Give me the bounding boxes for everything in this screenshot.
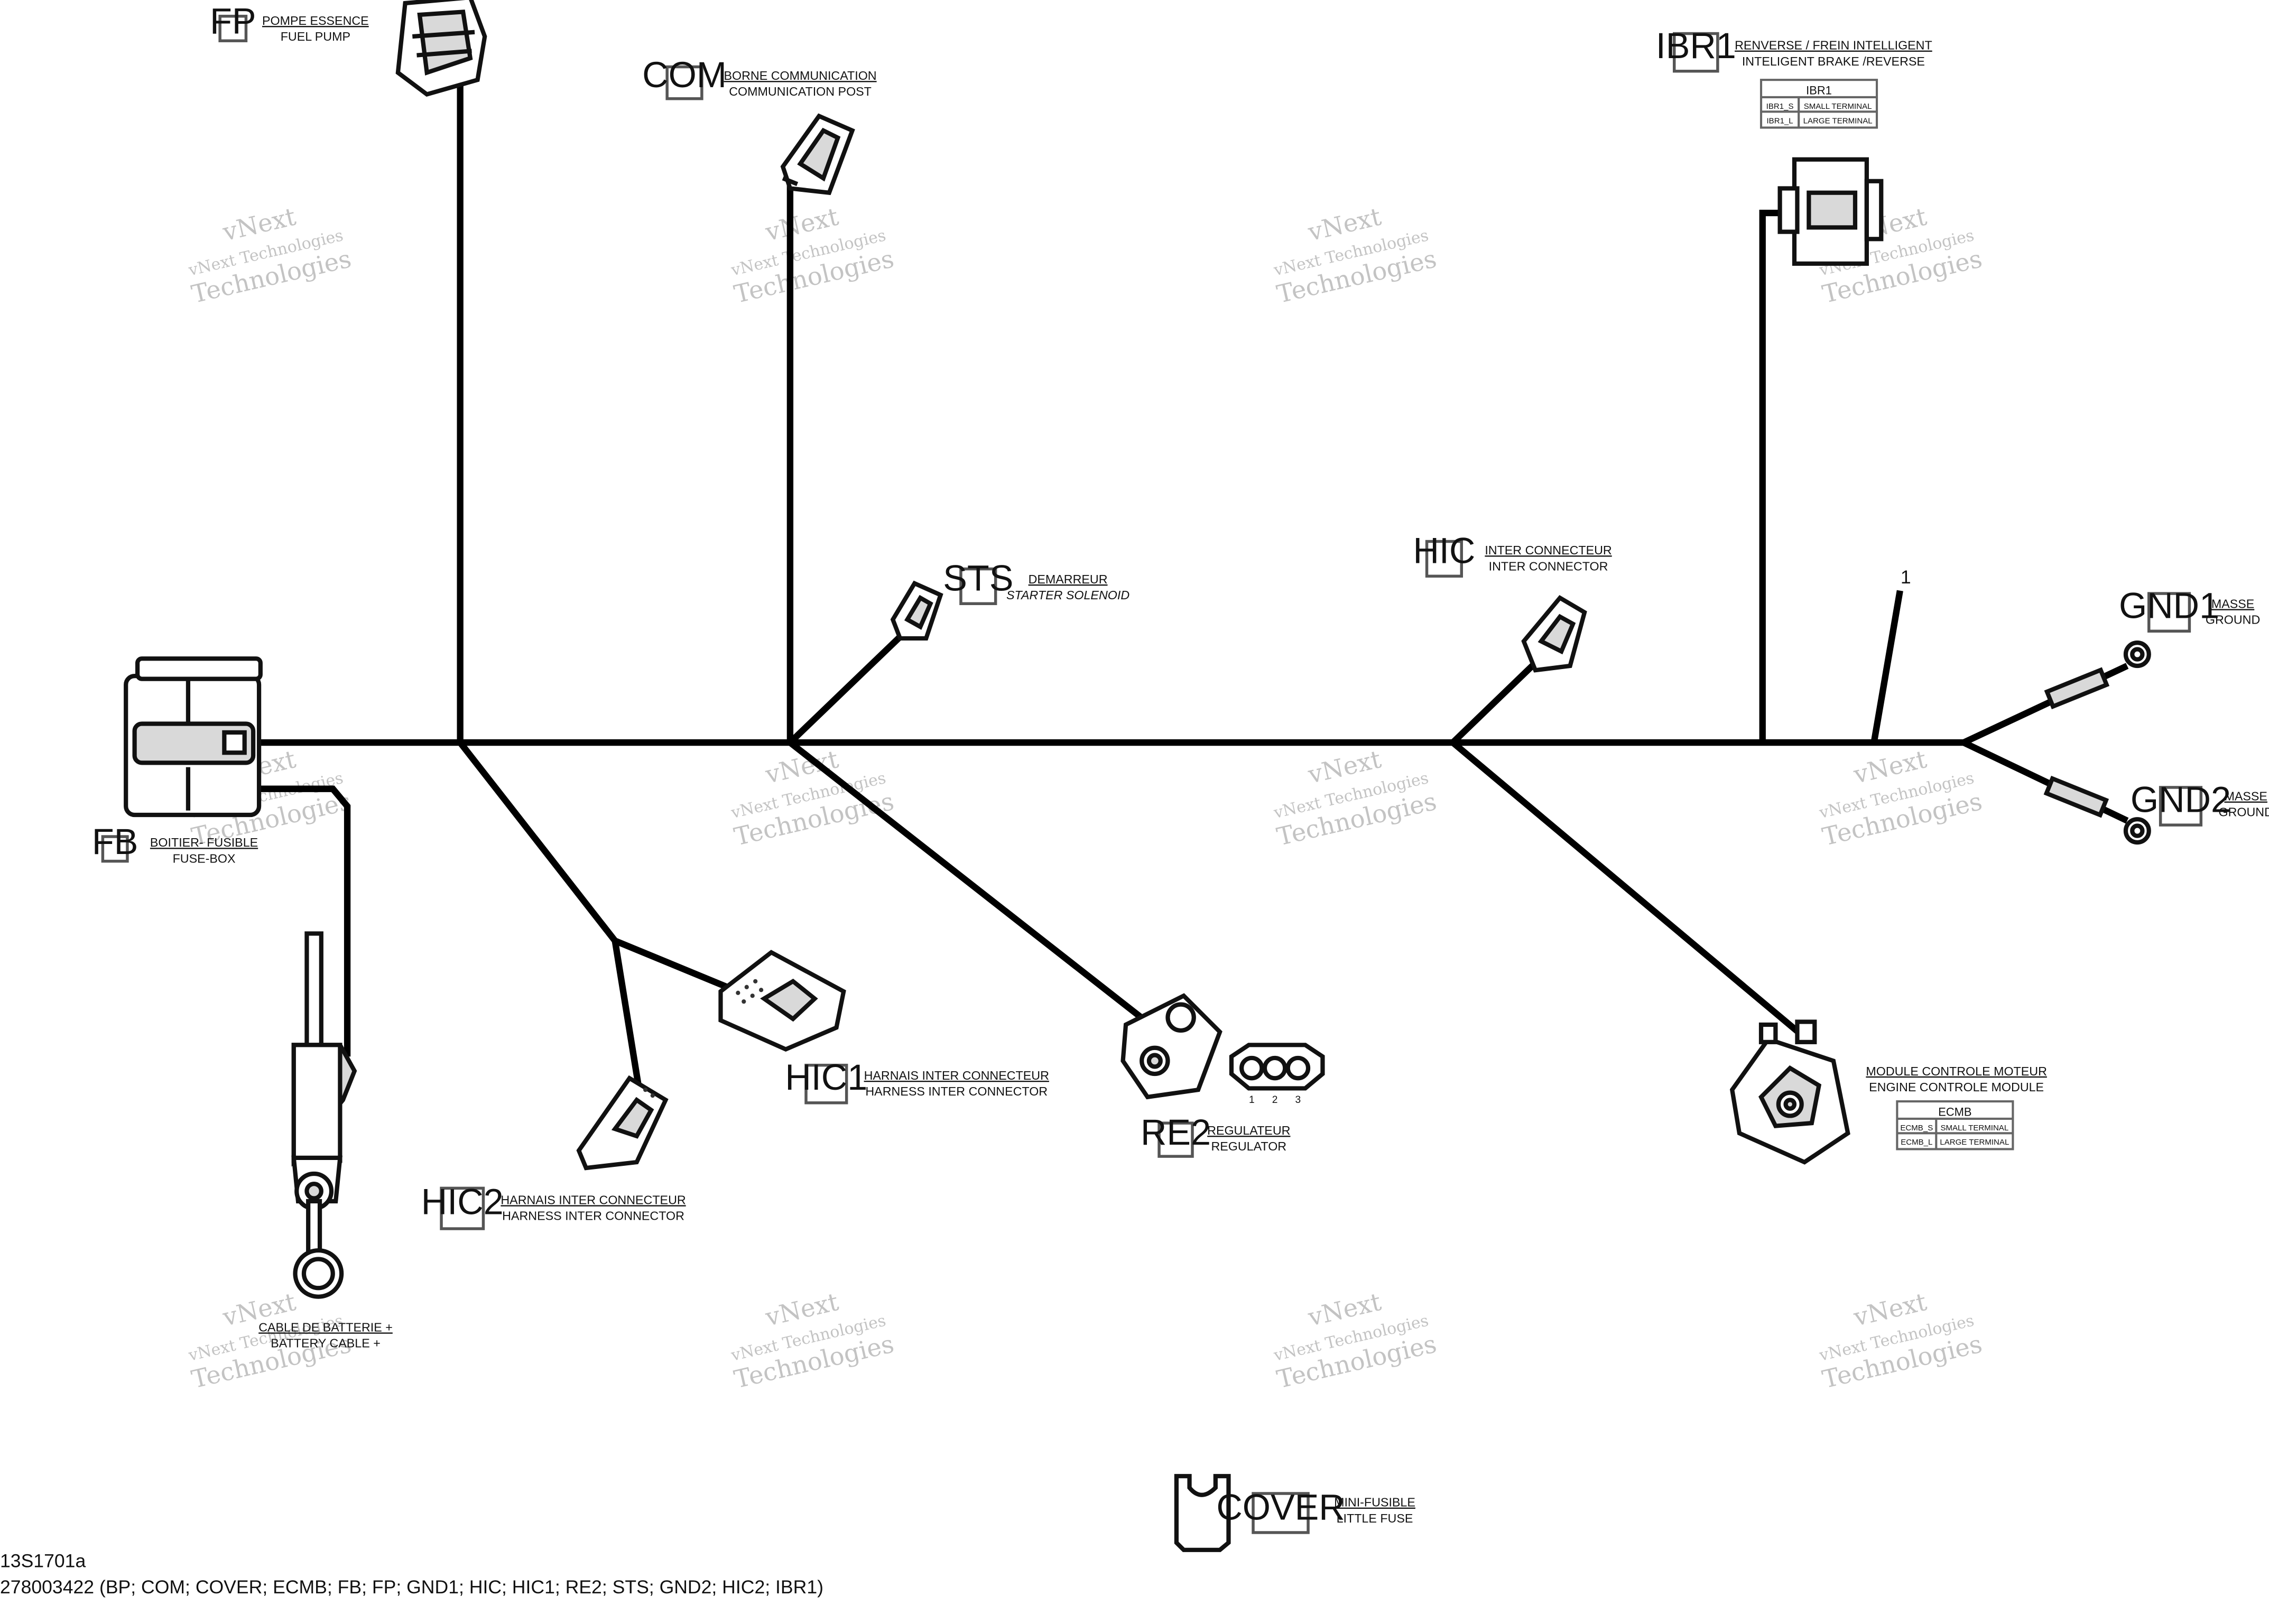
com-label-en: COMMUNICATION POST (729, 85, 872, 98)
part-reference: 278003422 (BP; COM; COVER; ECMB; FB; FP;… (0, 1576, 823, 1598)
ground-1-ring-terminal (2044, 641, 2151, 710)
re2-code: RE2 (1141, 1112, 1211, 1153)
hic1-label-en: HARNESS INTER CONNECTOR (865, 1084, 1048, 1098)
ecmb-table-title: ECMB (1938, 1105, 1971, 1118)
fb-code: FB (92, 821, 138, 862)
cover-label-fr: MINI-FUSIBLE (1334, 1496, 1415, 1509)
hic-code: HIC (1413, 531, 1475, 571)
fuse-box (124, 656, 263, 818)
gnd2-code-box (2159, 786, 2203, 827)
ibr1-code: IBR1 (1656, 25, 1736, 66)
ibr1-label-en: INTELIGENT BRAKE /REVERSE (1742, 54, 1925, 68)
hic1-code: HIC1 (785, 1057, 867, 1098)
regulator-pin-1: 1 (1249, 1094, 1255, 1106)
harness-inter-connector-2 (576, 1075, 669, 1171)
harness-inter-connector-1 (718, 950, 846, 1052)
hic-code-box (1425, 540, 1463, 578)
ibr1-table-title: IBR1 (1806, 84, 1832, 97)
cover-label-en: LITTLE FUSE (1337, 1511, 1413, 1525)
engine-control-module (1729, 1019, 1850, 1165)
ecmb-table-row1-desc: SMALL TERMINAL (1940, 1124, 2008, 1133)
regulator-pin-2: 2 (1272, 1094, 1278, 1106)
starter-solenoid-connector (890, 580, 943, 641)
intelligent-brake-connector (1777, 157, 1884, 266)
ecmb-label-fr: MODULE CONTROLE MOTEUR (1866, 1064, 2047, 1078)
cover-code: COVER (1216, 1487, 1345, 1527)
sts-code: STS (943, 558, 1013, 599)
ecmb-terminal-table: ECMB ECMB_S SMALL TERMINAL ECMB_L LARGE … (1896, 1100, 2014, 1150)
sts-code-box (959, 567, 997, 605)
ibr1-terminal-table: IBR1 IBR1_S SMALL TERMINAL IBR1_L LARGE … (1759, 79, 1878, 129)
ibr1-code-box (1672, 32, 1719, 73)
fb-code-box (101, 835, 129, 863)
harness-wires (260, 69, 2129, 1093)
callout-number: 1 (1901, 567, 1911, 588)
com-code-box (665, 65, 703, 100)
fp-label-en: FUEL PUMP (281, 30, 350, 43)
gnd1-code-box (2147, 592, 2191, 633)
bp-label-fr: CABLE DE BATTERIE + (258, 1320, 393, 1334)
sts-label-en: STARTER SOLENOID (1006, 588, 1129, 602)
ibr1-table-row2-desc: LARGE TERMINAL (1803, 116, 1873, 125)
hic1-code-box (804, 1063, 848, 1105)
ecmb-table-row2-desc: LARGE TERMINAL (1940, 1138, 2009, 1147)
gnd2-label-fr: MASSE (2224, 790, 2267, 803)
ibr1-table-row2-code: IBR1_L (1766, 116, 1793, 125)
ground-2-ring-terminal (2043, 775, 2151, 845)
cover-code-box (1252, 1492, 1310, 1534)
hic2-label-en: HARNESS INTER CONNECTOR (502, 1209, 684, 1223)
gnd1-label-fr: MASSE (2211, 597, 2254, 610)
regulator-pin-view: 1 2 3 (1229, 1043, 1325, 1106)
fuel-pump-connector (395, 0, 487, 97)
drawing-id: 13S1701a (0, 1551, 86, 1572)
ibr1-table-row1-code: IBR1_S (1766, 102, 1794, 111)
ibr1-table-row1-desc: SMALL TERMINAL (1804, 102, 1872, 111)
fp-label-fr: POMPE ESSENCE (262, 14, 369, 27)
com-code: COM (642, 54, 727, 95)
hic-label-en: INTER CONNECTOR (1489, 559, 1608, 573)
sts-label-fr: DEMARREUR (1029, 572, 1108, 586)
regulator-connector (1120, 993, 1223, 1100)
hic2-code-box (440, 1186, 485, 1230)
hic2-code: HIC2 (421, 1182, 504, 1222)
ecmb-table-row2-code: ECMB_L (1901, 1138, 1932, 1147)
fb-label-en: FUSE-BOX (173, 851, 236, 865)
communication-post-connector (780, 113, 855, 196)
hic2-label-fr: HARNAIS INTER CONNECTEUR (501, 1193, 686, 1207)
gnd1-code: GND1 (2119, 586, 2219, 626)
fb-label-fr: BOITIER- FUSIBLE (150, 836, 258, 849)
re2-label-fr: REGULATEUR (1207, 1124, 1290, 1137)
com-label-fr: BORNE COMMUNICATION (724, 69, 877, 82)
hic-label-fr: INTER CONNECTEUR (1485, 543, 1612, 557)
ecmb-table-row1-code: ECMB_S (1900, 1124, 1933, 1133)
battery-cable-positive (291, 931, 357, 1299)
inter-connector (1521, 595, 1587, 673)
bp-label-en: BATTERY CABLE + (271, 1337, 381, 1350)
fp-code: FP (210, 1, 256, 42)
re2-code-box (1157, 1121, 1194, 1158)
ibr1-label-fr: RENVERSE / FREIN INTELLIGENT (1735, 39, 1932, 52)
hic1-label-fr: HARNAIS INTER CONNECTEUR (864, 1069, 1049, 1082)
regulator-pin-3: 3 (1295, 1094, 1301, 1106)
gnd1-label-en: GROUND (2206, 613, 2260, 627)
gnd2-label-en: GROUND (2218, 805, 2269, 819)
re2-label-en: REGULATOR (1211, 1139, 1286, 1153)
gnd2-code: GND2 (2131, 779, 2231, 820)
ecmb-label-en: ENGINE CONTROLE MODULE (1869, 1080, 2044, 1094)
mini-fuse-cover (1174, 1474, 1231, 1552)
fp-code-box (218, 14, 248, 42)
